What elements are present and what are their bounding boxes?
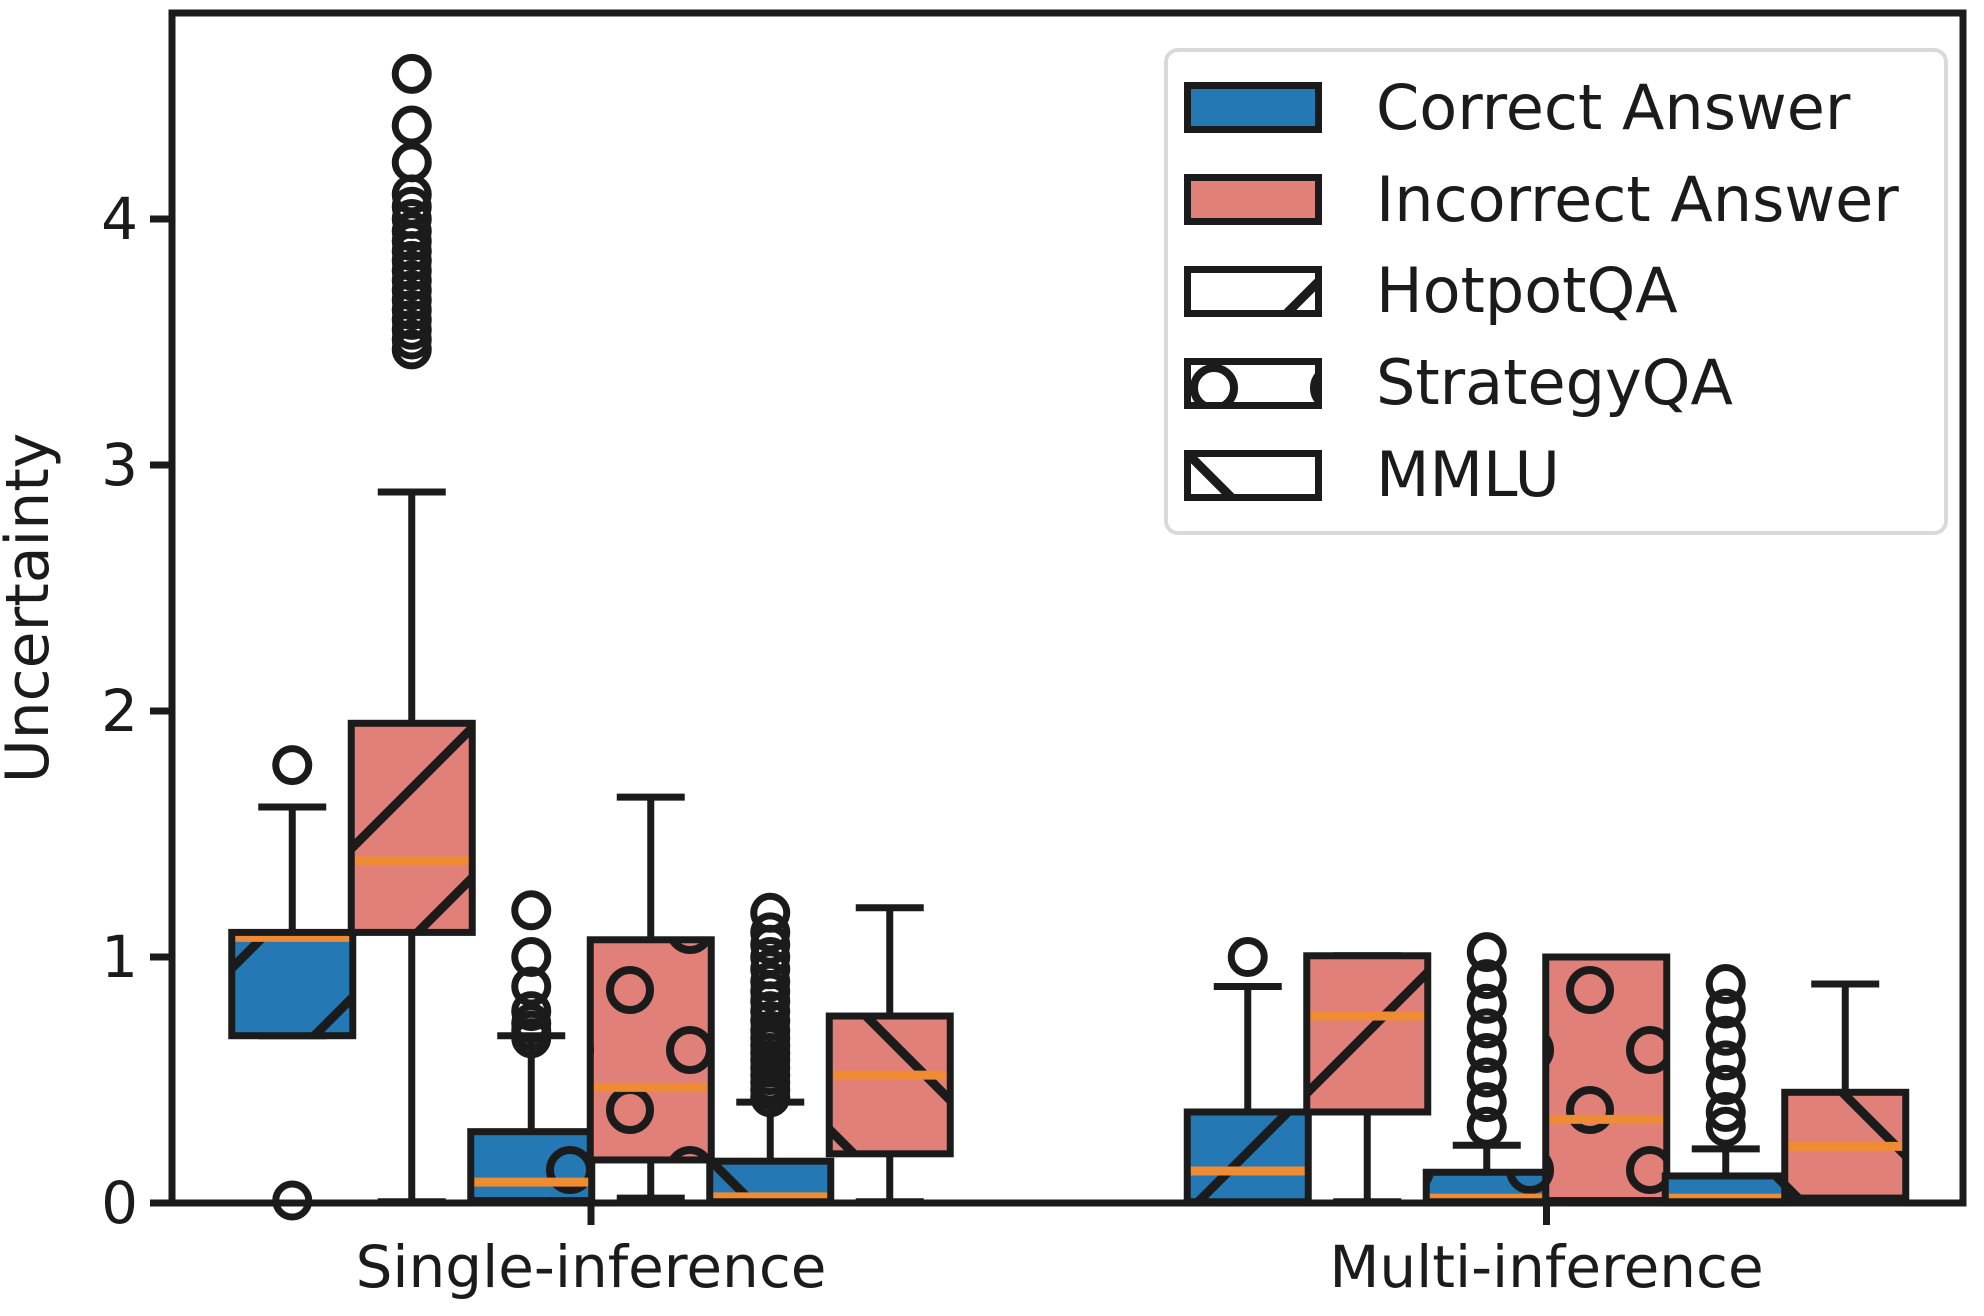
legend-swatch-backslash-hatch-icon	[1184, 449, 1322, 501]
box-single-hotpotqa-incorrect-outlier-point	[391, 199, 432, 239]
legend-swatch-circle-hatch-icon	[1184, 357, 1322, 409]
x-tick-label-single-inference: Single-inference	[356, 1233, 827, 1301]
box-single-hotpotqa-correct-edge	[228, 928, 357, 1040]
box-single-hotpotqa-incorrect-hatch	[351, 723, 473, 933]
y-axis-label: Uncertainty	[0, 433, 63, 784]
axes-frame	[168, 9, 1967, 1207]
box-single-strategyqa-correct-outlier-point	[511, 991, 552, 1032]
box-single-mmlu-incorrect-hatch	[829, 1016, 951, 1154]
box-single-hotpotqa-incorrect-edge	[347, 719, 476, 936]
box-multi-strategyqa-correct-outlier-point	[1466, 959, 1507, 1000]
box-multi-mmlu-correct-outlier-point	[1705, 1064, 1746, 1105]
legend: Correct Answer Incorrect Answer HotpotQA…	[1164, 48, 1948, 535]
box-single-strategyqa-incorrect-hatch	[590, 939, 712, 1160]
box-single-mmlu-correct-outlier-point	[750, 912, 791, 953]
box-single-strategyqa-correct-hatch	[470, 1131, 592, 1201]
legend-label: Incorrect Answer	[1376, 162, 1899, 236]
box-single-mmlu-correct-outlier-point	[750, 892, 791, 933]
y-tick-label: 0	[101, 1169, 138, 1237]
box-single-hotpotqa-incorrect-outlier-point	[391, 53, 432, 94]
box-multi-hotpotqa-correct-edge	[1183, 1108, 1312, 1206]
y-tick-label: 1	[101, 923, 138, 991]
box-single-strategyqa-correct-edge	[467, 1128, 596, 1205]
box-multi-mmlu-incorrect-edge	[1781, 1088, 1910, 1202]
box-multi-hotpotqa-incorrect-hatch	[1306, 955, 1428, 1112]
legend-label: Correct Answer	[1376, 70, 1851, 144]
box-multi-hotpotqa-correct-outlier-point	[1227, 937, 1268, 977]
legend-label: MMLU	[1376, 438, 1560, 512]
box-multi-strategyqa-correct-outlier-point	[1466, 1032, 1507, 1073]
box-multi-strategyqa-correct-outlier-point	[1466, 1057, 1507, 1098]
box-multi-strategyqa-correct-outlier-point	[1466, 983, 1507, 1024]
legend-swatch-correct-fill-icon	[1184, 82, 1322, 134]
legend-label: StrategyQA	[1376, 346, 1733, 420]
box-single-hotpotqa-correct-outlier-point	[272, 745, 313, 786]
box-multi-strategyqa-correct-outlier-point	[1466, 932, 1507, 973]
box-single-hotpotqa-incorrect-outlier-point	[391, 186, 432, 227]
box-single-strategyqa-correct-outlier-point	[511, 1003, 552, 1044]
box-single-hotpotqa-incorrect-outlier-point	[391, 211, 432, 252]
legend-item-mmlu: MMLU	[1184, 433, 1944, 517]
box-multi-mmlu-correct-outlier-point	[1705, 1015, 1746, 1056]
box-multi-strategyqa-correct-outlier-point	[1466, 1082, 1507, 1123]
legend-label: HotpotQA	[1376, 254, 1678, 328]
box-multi-hotpotqa-correct-hatch	[1187, 1111, 1309, 1202]
box-single-mmlu-incorrect-edge	[825, 1012, 954, 1158]
box-multi-mmlu-correct-outlier-point	[1705, 988, 1746, 1029]
legend-swatch-incorrect-fill-icon	[1184, 174, 1322, 226]
box-single-mmlu-correct-outlier-point	[750, 961, 791, 1002]
box-single-hotpotqa-incorrect-outlier-point	[391, 142, 432, 183]
box-multi-mmlu-correct-outlier-point	[1705, 964, 1746, 1005]
box-single-hotpotqa-correct-hatch	[231, 932, 353, 1036]
box-multi-strategyqa-correct-outlier-point	[1466, 1106, 1507, 1147]
legend-swatch-slash-hatch-icon	[1184, 265, 1322, 317]
box-multi-strategyqa-correct-outlier-point	[1466, 1008, 1507, 1049]
box-single-mmlu-correct-outlier-point	[750, 949, 791, 990]
y-tick-label: 4	[101, 185, 138, 253]
box-multi-mmlu-correct-outlier-point	[1705, 1106, 1746, 1147]
box-single-strategyqa-correct-outlier-point	[511, 937, 552, 977]
box-multi-strategyqa-incorrect-edge	[1542, 953, 1671, 1205]
y-tick-label: 2	[101, 677, 138, 745]
box-single-strategyqa-correct-outlier-point	[511, 890, 552, 931]
box-single-hotpotqa-correct-outlier-point	[272, 1180, 313, 1221]
box-single-hotpotqa-incorrect-outlier-point	[391, 105, 432, 146]
legend-item-hotpotqa: HotpotQA	[1184, 249, 1944, 333]
box-multi-strategyqa-incorrect-hatch	[1545, 957, 1667, 1201]
box-multi-mmlu-correct-outlier-point	[1705, 1091, 1746, 1132]
x-tick-label-multi-inference: Multi-inference	[1329, 1233, 1763, 1301]
legend-item-correct-answer: Correct Answer	[1184, 66, 1944, 150]
y-tick-label: 3	[101, 431, 138, 499]
box-single-mmlu-correct-edge	[706, 1157, 835, 1206]
legend-item-incorrect-answer: Incorrect Answer	[1184, 158, 1944, 242]
box-multi-hotpotqa-incorrect-edge	[1303, 952, 1432, 1116]
box-single-mmlu-correct-outlier-point	[750, 937, 791, 977]
legend-item-strategyqa: StrategyQA	[1184, 341, 1944, 425]
box-single-strategyqa-incorrect-edge	[586, 936, 715, 1164]
box-multi-mmlu-correct-outlier-point	[1705, 1040, 1746, 1081]
